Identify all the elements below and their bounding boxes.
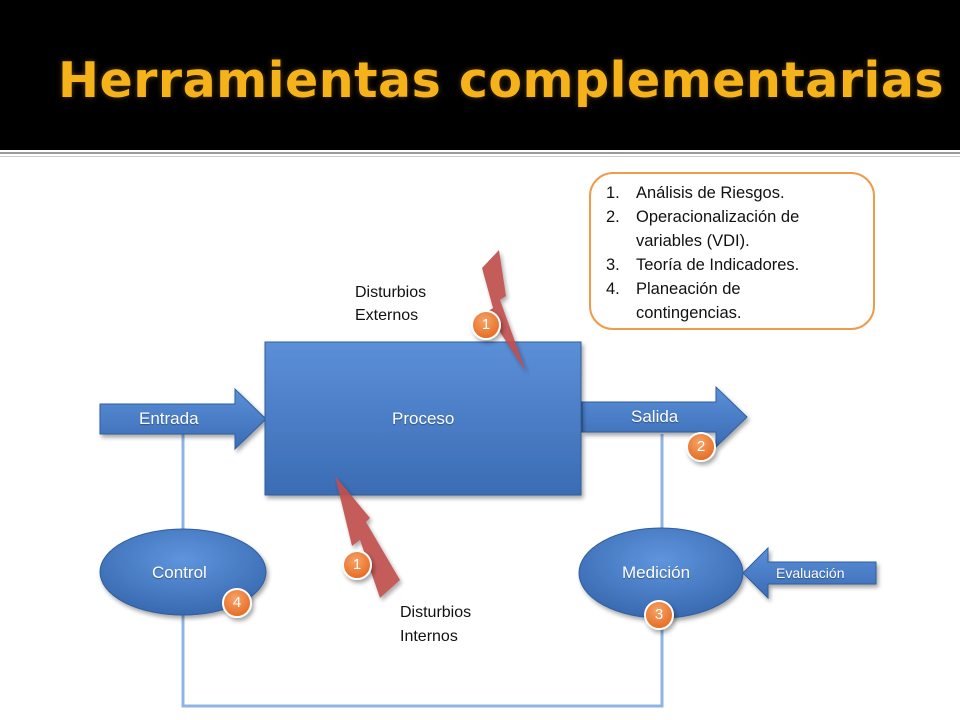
control-ellipse	[99, 528, 267, 616]
control-label: Control	[152, 563, 207, 582]
evaluacion-arrow	[742, 546, 877, 600]
slide-title: Herramientas complementarias	[58, 52, 945, 109]
title-divider-thin	[0, 156, 960, 157]
badge-medicion	[644, 600, 674, 630]
salida-label: Salida	[631, 407, 679, 426]
internos-note-line2: Internos	[400, 628, 458, 645]
feedback-loop	[181, 434, 664, 708]
badge-externos	[471, 310, 501, 340]
herramienta-item: 4. Planeación de contingencias.	[606, 280, 742, 322]
herramientas-list: 1. Análisis de Riesgos. 2. Operacionaliz…	[598, 181, 799, 325]
proceso-label: Proceso	[392, 409, 455, 428]
bolt-external-icon	[482, 250, 526, 372]
evaluacion-label: Evaluación	[776, 565, 845, 581]
externos-note-line2: Externos	[355, 307, 419, 324]
proceso-box	[264, 341, 582, 496]
title-bar: Herramientas complementarias	[0, 0, 960, 150]
herramienta-item: 3. Teoría de Indicadores.	[606, 256, 800, 274]
externos-note-line1: Disturbios	[355, 284, 427, 301]
bolt-internal-icon	[335, 476, 400, 598]
herramienta-item: 2. Operacionalización de variables (VDI)…	[606, 208, 800, 250]
badge-control	[222, 588, 252, 618]
internos-note-line1: Disturbios	[400, 604, 472, 621]
badge-medicion-number: 3	[654, 606, 664, 623]
badge-internos	[342, 550, 372, 580]
connector-bottom-loop	[181, 612, 664, 708]
herramientas-box	[589, 172, 875, 330]
badge-control-number: 4	[232, 594, 242, 611]
badge-salida	[686, 432, 716, 462]
salida-arrow	[581, 385, 748, 449]
badge-salida-number: 2	[696, 438, 706, 455]
entrada-arrow	[99, 387, 267, 451]
medicion-label: Medición	[622, 563, 691, 582]
entrada-label: Entrada	[139, 409, 199, 428]
badge-externos-number: 1	[481, 316, 491, 333]
title-divider	[0, 152, 960, 154]
badge-internos-number: 1	[352, 556, 362, 573]
badges	[222, 310, 716, 630]
herramienta-item: 1. Análisis de Riesgos.	[606, 184, 785, 202]
